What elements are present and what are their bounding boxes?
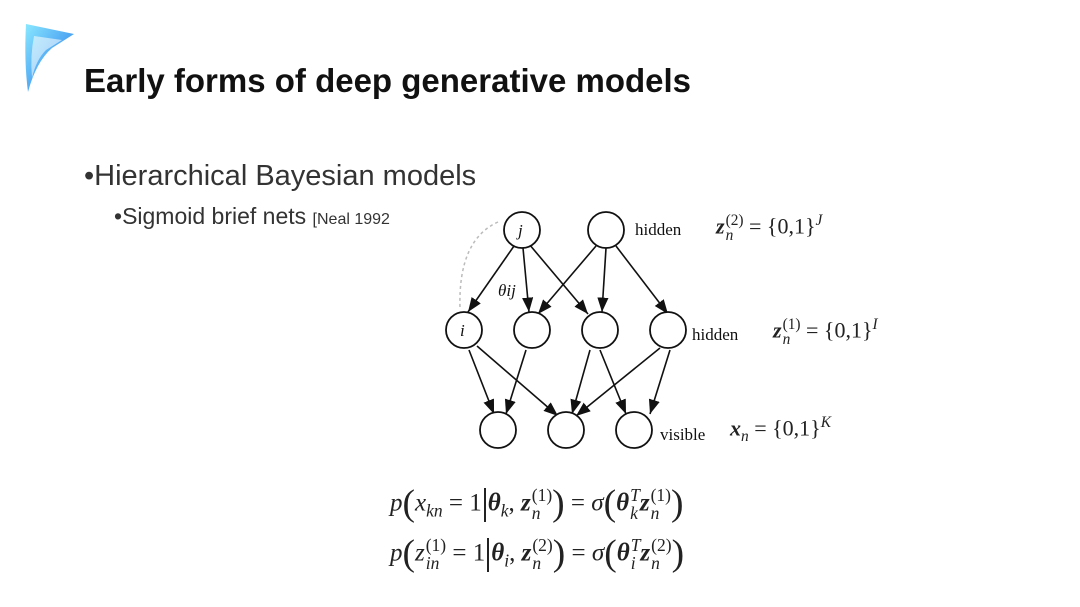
middle-layer-label: hidden xyxy=(692,325,739,344)
logo-icon xyxy=(25,24,74,92)
node-visible-3 xyxy=(615,411,653,449)
node-hidden-mid-2 xyxy=(513,311,551,349)
edge xyxy=(528,243,589,315)
edge xyxy=(504,349,527,415)
node-j xyxy=(503,211,541,249)
slide-title: Early forms of deep generative models xyxy=(84,62,692,99)
z1-equation: z(1)n = {0,1}I xyxy=(773,316,878,349)
node-hidden-top-2 xyxy=(587,211,625,249)
node-hidden-mid-3 xyxy=(581,311,619,349)
edge xyxy=(522,247,534,313)
node-j-label: j xyxy=(516,221,523,240)
bottom-layer-label: visible xyxy=(660,425,705,444)
edge-arc xyxy=(459,221,499,309)
edge xyxy=(468,349,495,415)
edge xyxy=(570,349,591,415)
bullet-dot: • xyxy=(114,203,123,229)
bullet-text: Sigmoid brief nets xyxy=(122,203,307,229)
bullet-hierarchical: •Hierarchical Bayesian models xyxy=(84,160,476,193)
edge xyxy=(537,245,597,315)
sub-bullet-sigmoid: •Sigmoid brief nets [Neal 1992 xyxy=(114,203,390,230)
top-layer-label: hidden xyxy=(635,220,682,239)
x-equation: xn = {0,1}K xyxy=(730,414,831,445)
edge xyxy=(615,245,669,315)
sigmoid-belief-net-diagram: j i θij hidden hidden visible xyxy=(445,211,739,449)
z2-equation: z(2)n = {0,1}J xyxy=(716,212,823,245)
edge xyxy=(476,345,559,417)
node-visible-1 xyxy=(479,411,517,449)
node-i-label: i xyxy=(460,321,465,340)
edge xyxy=(597,247,609,313)
edge xyxy=(648,349,671,415)
bullet-dot: • xyxy=(84,160,95,192)
edge xyxy=(575,347,661,417)
node-hidden-mid-4 xyxy=(649,311,687,349)
node-i xyxy=(445,311,483,349)
node-visible-2 xyxy=(547,411,585,449)
edge xyxy=(467,245,515,313)
edge xyxy=(599,349,627,415)
edge-theta-label: θij xyxy=(498,281,516,300)
bullet-text: Hierarchical Bayesian models xyxy=(94,160,477,192)
citation: [Neal 1992 xyxy=(312,211,390,228)
